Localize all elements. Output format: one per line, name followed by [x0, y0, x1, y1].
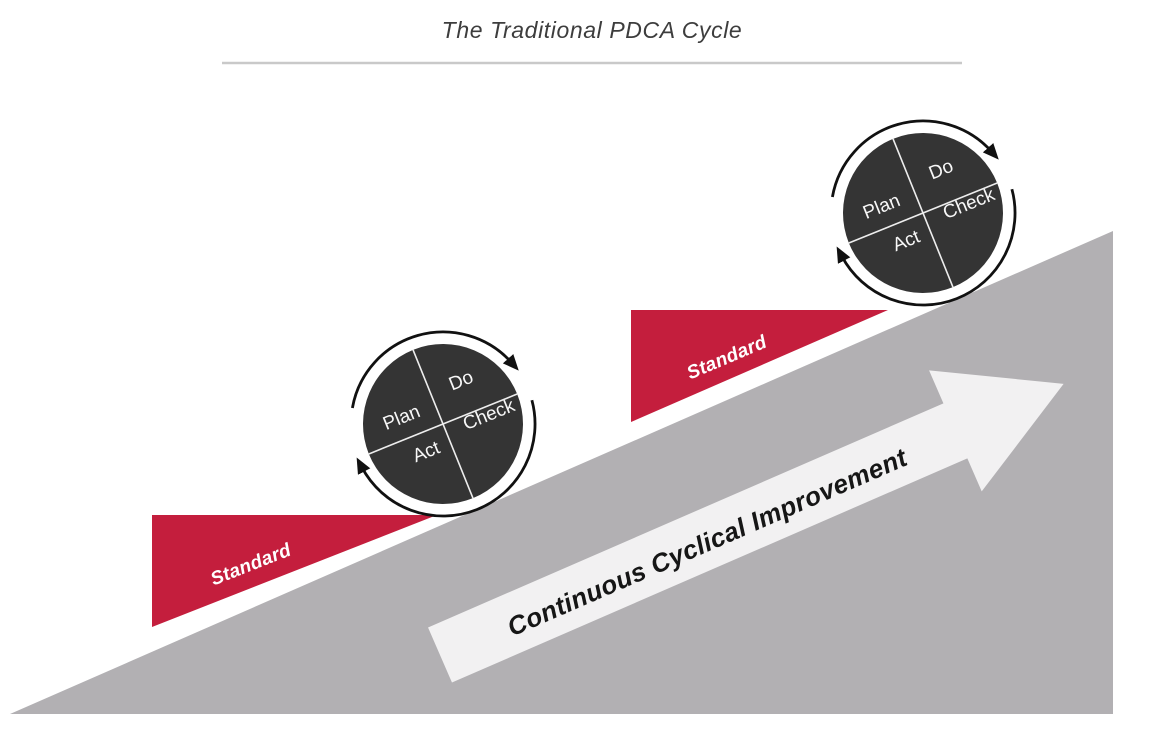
slope-triangle — [10, 231, 1113, 714]
rotation-arc-bottom — [356, 399, 537, 518]
pdca-wheel-2: Plan Do Check Act — [831, 119, 1017, 307]
improvement-arrow-shape — [428, 370, 1064, 683]
wheel-cross-vertical — [892, 138, 954, 288]
wheel-rotated-group: Plan Do Check Act — [363, 344, 523, 504]
standard-wedge-shape — [152, 515, 437, 627]
wheel-cross-vertical — [412, 349, 474, 499]
rotation-arc-top — [831, 119, 999, 198]
page-title: The Traditional PDCA Cycle — [442, 17, 743, 43]
pdca-wheel-1: Plan Do Check Act — [351, 330, 537, 518]
wheel-rotated-group: Plan Do Check Act — [843, 133, 1003, 293]
rotation-arc-bottom — [836, 188, 1017, 307]
rotation-arc-top — [351, 330, 519, 409]
standard-wedge-shape — [631, 310, 888, 422]
